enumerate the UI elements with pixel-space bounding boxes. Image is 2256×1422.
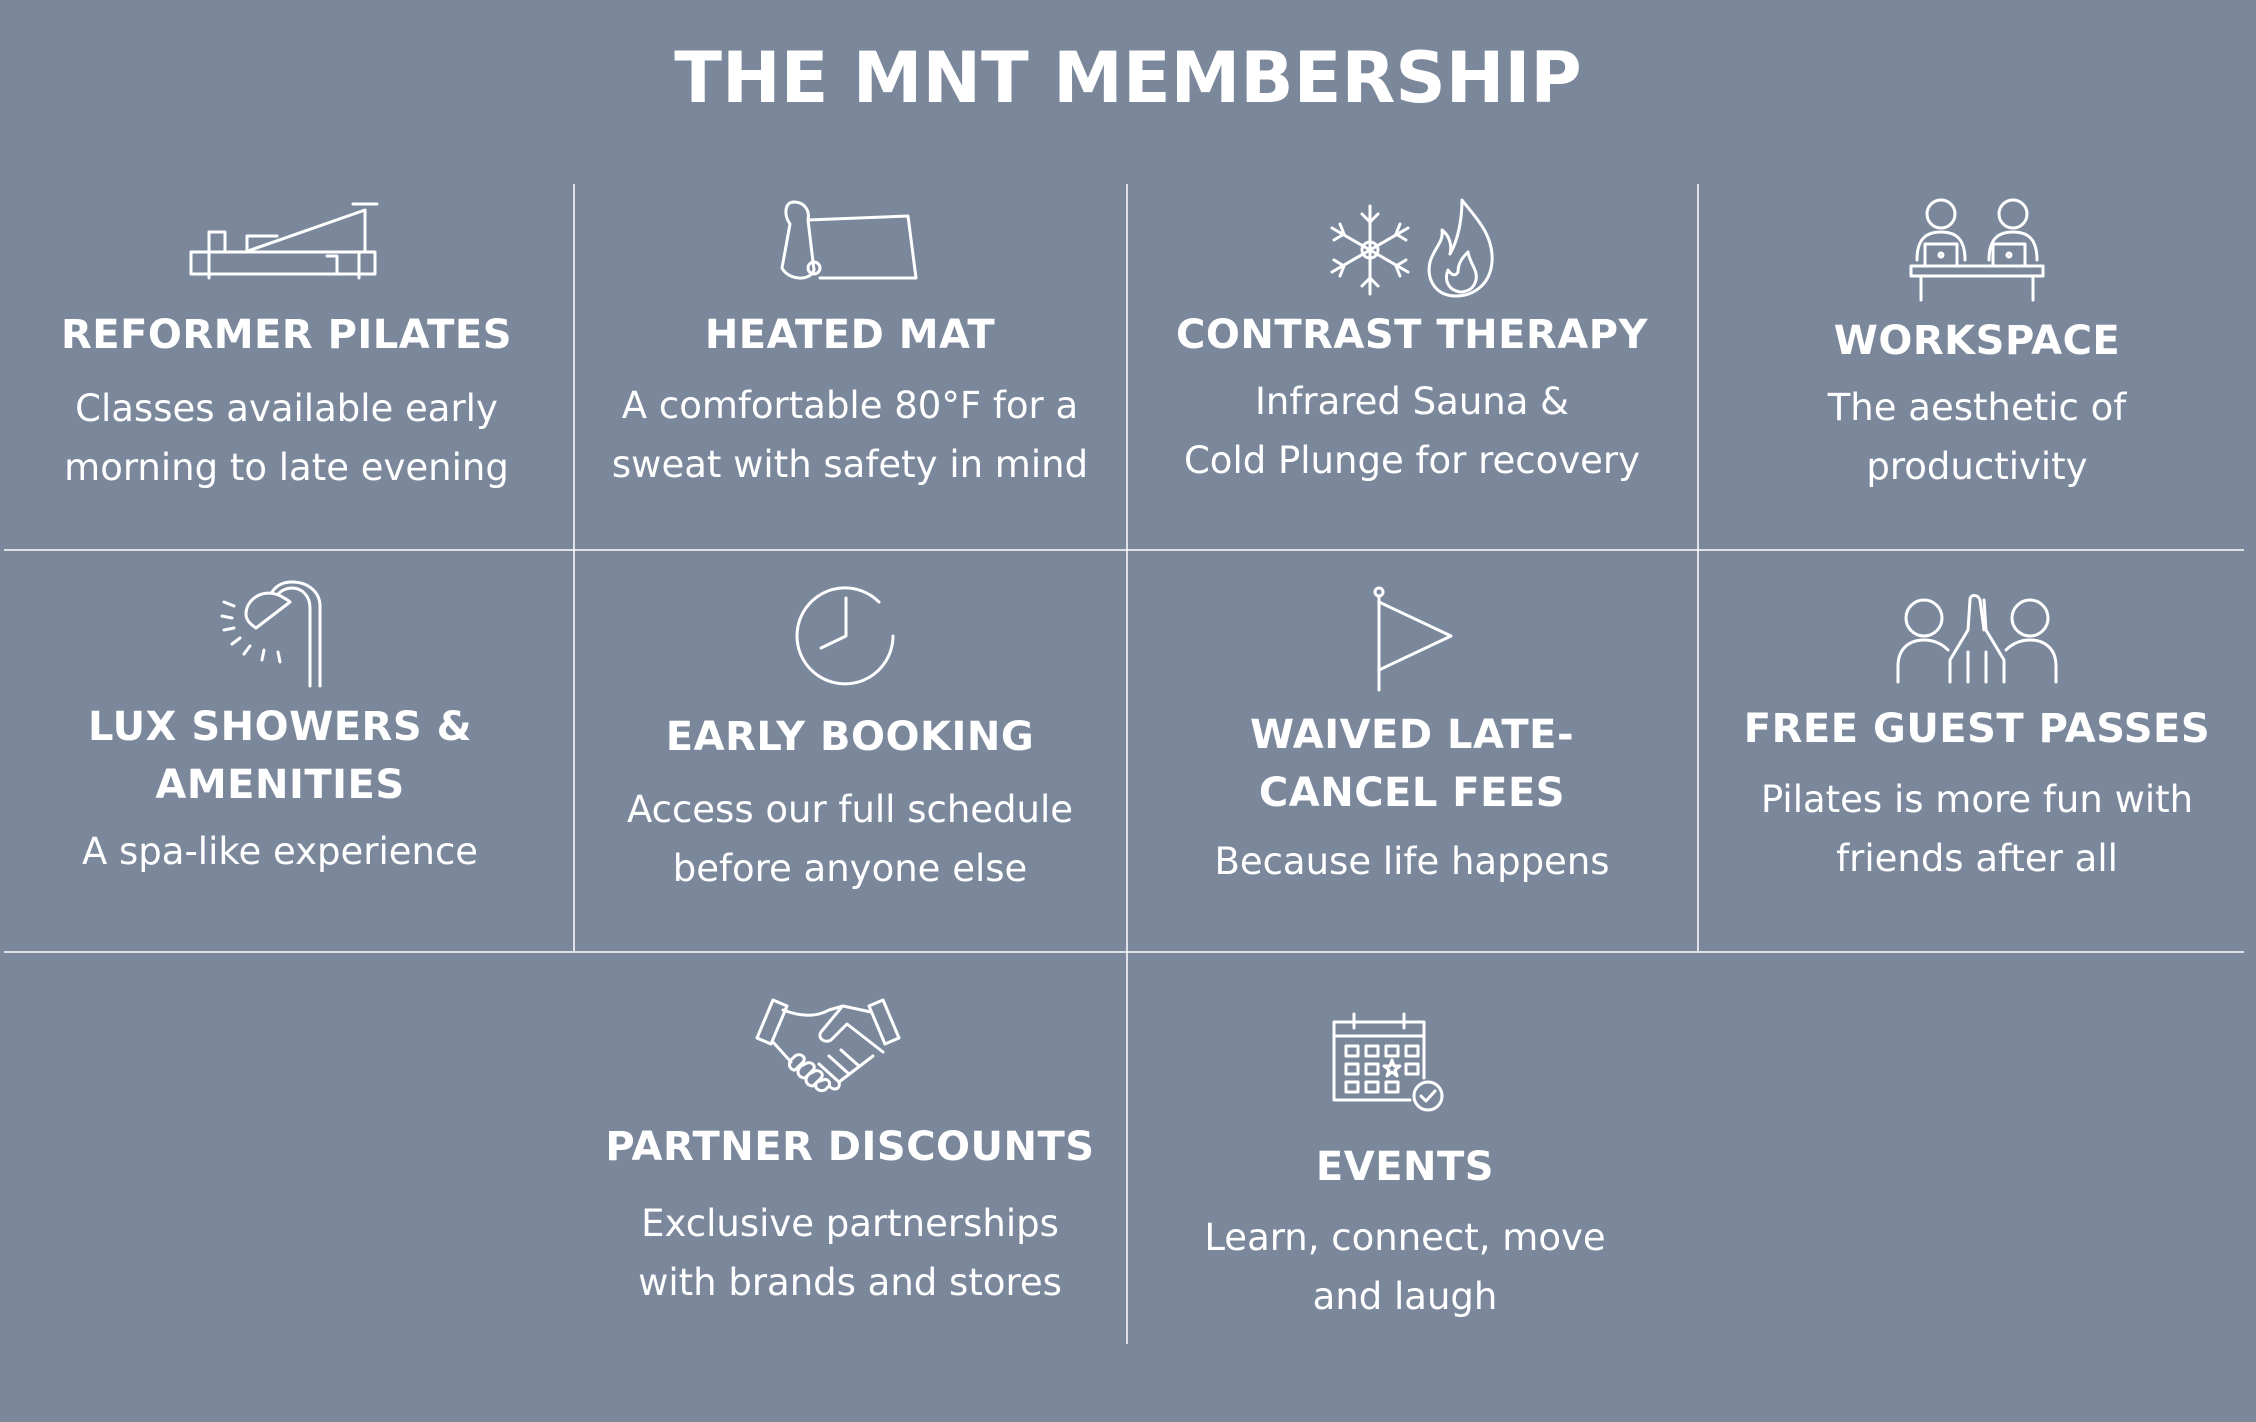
feature-heading: WAIVED LATE- CANCEL FEES (1249, 712, 1575, 816)
feature-description: A comfortable 80°F for a sweat with safe… (611, 384, 1089, 486)
feature-description: Infrared Sauna & Cold Plunge for recover… (1183, 380, 1641, 482)
divider (1126, 184, 1128, 1344)
feature-events: EVENTS Learn, connect, move and laugh (1127, 1008, 1683, 1326)
flag-icon (1373, 586, 1453, 692)
page-title: THE MNT MEMBERSHIP (674, 37, 1582, 119)
feature-workspace: WORKSPACE The aesthetic of productivity (1698, 196, 2256, 496)
divider (4, 951, 2244, 953)
feature-early-booking: EARLY BOOKING Access our full schedule b… (574, 580, 1126, 898)
feature-heading: EVENTS (1315, 1144, 1495, 1190)
feature-reformer-pilates: REFORMER PILATES Classes available early… (0, 196, 573, 497)
clock-icon (795, 586, 895, 686)
snowflake-flame-icon (1330, 198, 1494, 298)
feature-heading: FREE GUEST PASSES (1743, 706, 2211, 752)
feature-description: Pilates is more fun with friends after a… (1760, 778, 2194, 880)
feature-heading: REFORMER PILATES (60, 312, 513, 358)
feature-heated-mat: HEATED MAT A comfortable 80°F for a swea… (574, 196, 1126, 494)
feature-heading: WORKSPACE (1833, 318, 2121, 364)
shower-icon (220, 580, 322, 688)
feature-heading: PARTNER DISCOUNTS (605, 1124, 1095, 1170)
feature-description: Access our full schedule before anyone e… (626, 788, 1074, 890)
reformer-icon (189, 202, 378, 280)
feature-contrast-therapy: CONTRAST THERAPY Infrared Sauna & Cold P… (1127, 196, 1697, 490)
friends-icon (1896, 594, 2058, 684)
feature-description: Because life happens (1214, 840, 1610, 883)
feature-heading: EARLY BOOKING (665, 714, 1035, 760)
feature-lux-showers: LUX SHOWERS & AMENITIES A spa-like exper… (0, 580, 560, 881)
feature-description: The aesthetic of productivity (1827, 386, 2127, 488)
feature-guest-passes: FREE GUEST PASSES Pilates is more fun wi… (1698, 590, 2256, 888)
divider (4, 549, 2244, 551)
feature-heading: HEATED MAT (704, 312, 996, 358)
feature-heading: LUX SHOWERS & AMENITIES (88, 704, 472, 808)
workspace-icon (1909, 198, 2045, 302)
feature-waived-fees: WAIVED LATE- CANCEL FEES Because life ha… (1127, 584, 1697, 891)
feature-partner-discounts: PARTNER DISCOUNTS Exclusive partnerships… (574, 996, 1126, 1312)
handshake-icon (755, 998, 901, 1092)
feature-description: A spa-like experience (81, 830, 479, 873)
divider (573, 184, 575, 951)
divider (1697, 184, 1699, 951)
calendar-icon (1332, 1012, 1444, 1112)
feature-description: Exclusive partnerships with brands and s… (638, 1202, 1062, 1304)
feature-heading: CONTRAST THERAPY (1175, 312, 1649, 358)
mat-icon (780, 200, 918, 280)
feature-description: Learn, connect, move and laugh (1204, 1216, 1606, 1318)
feature-description: Classes available early morning to late … (64, 387, 509, 489)
